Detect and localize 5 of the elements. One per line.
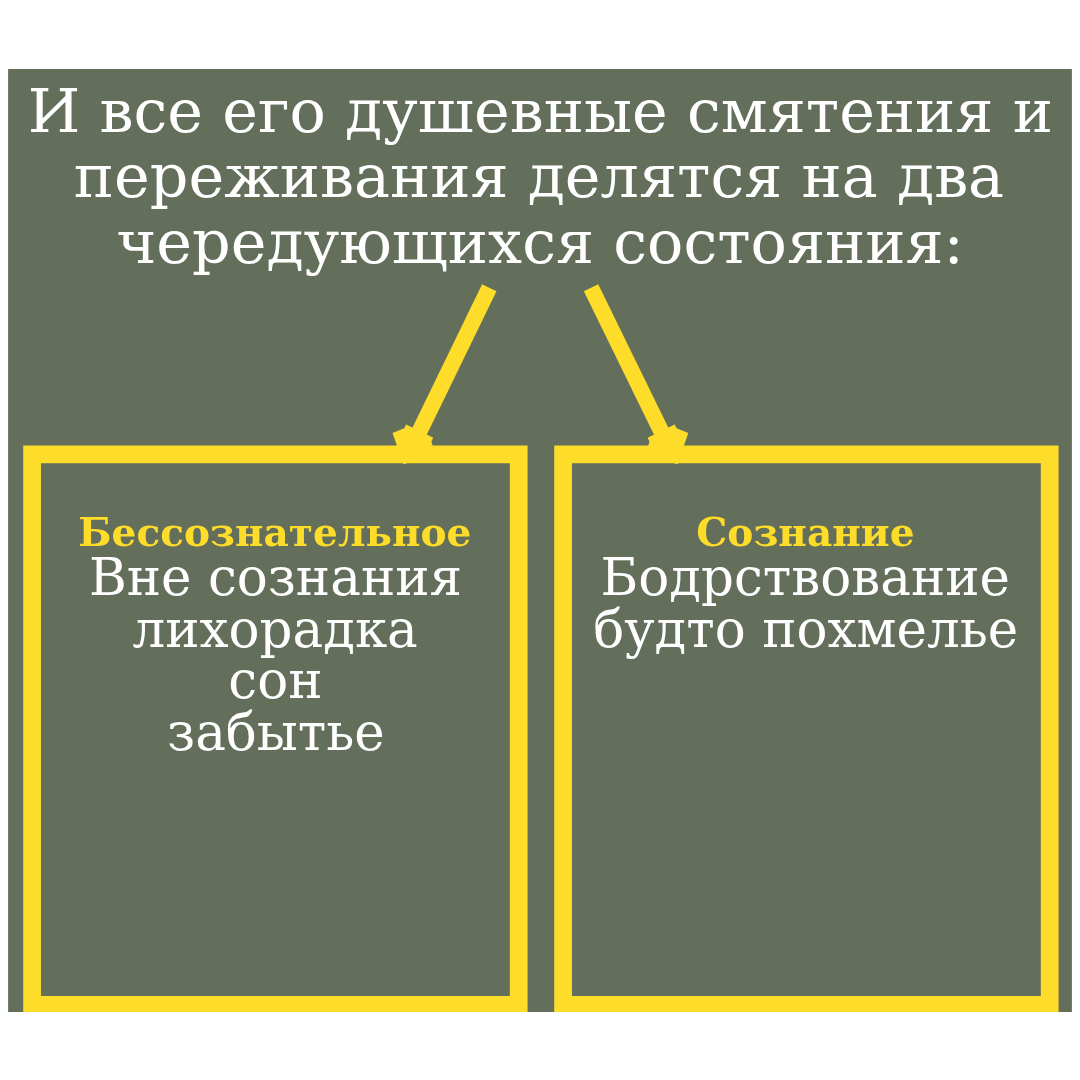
node-text: И все его душевные смятения и переживания делятся на два чередующихся состояния: — [27, 75, 1053, 277]
arrow — [583, 283, 689, 462]
node-box: Сознание Бодрствование будто похмелье — [554, 445, 1059, 1012]
node-box: Бессознательное Вне сознания лихорадка сон забытье — [23, 445, 528, 1012]
arrow — [392, 283, 497, 462]
